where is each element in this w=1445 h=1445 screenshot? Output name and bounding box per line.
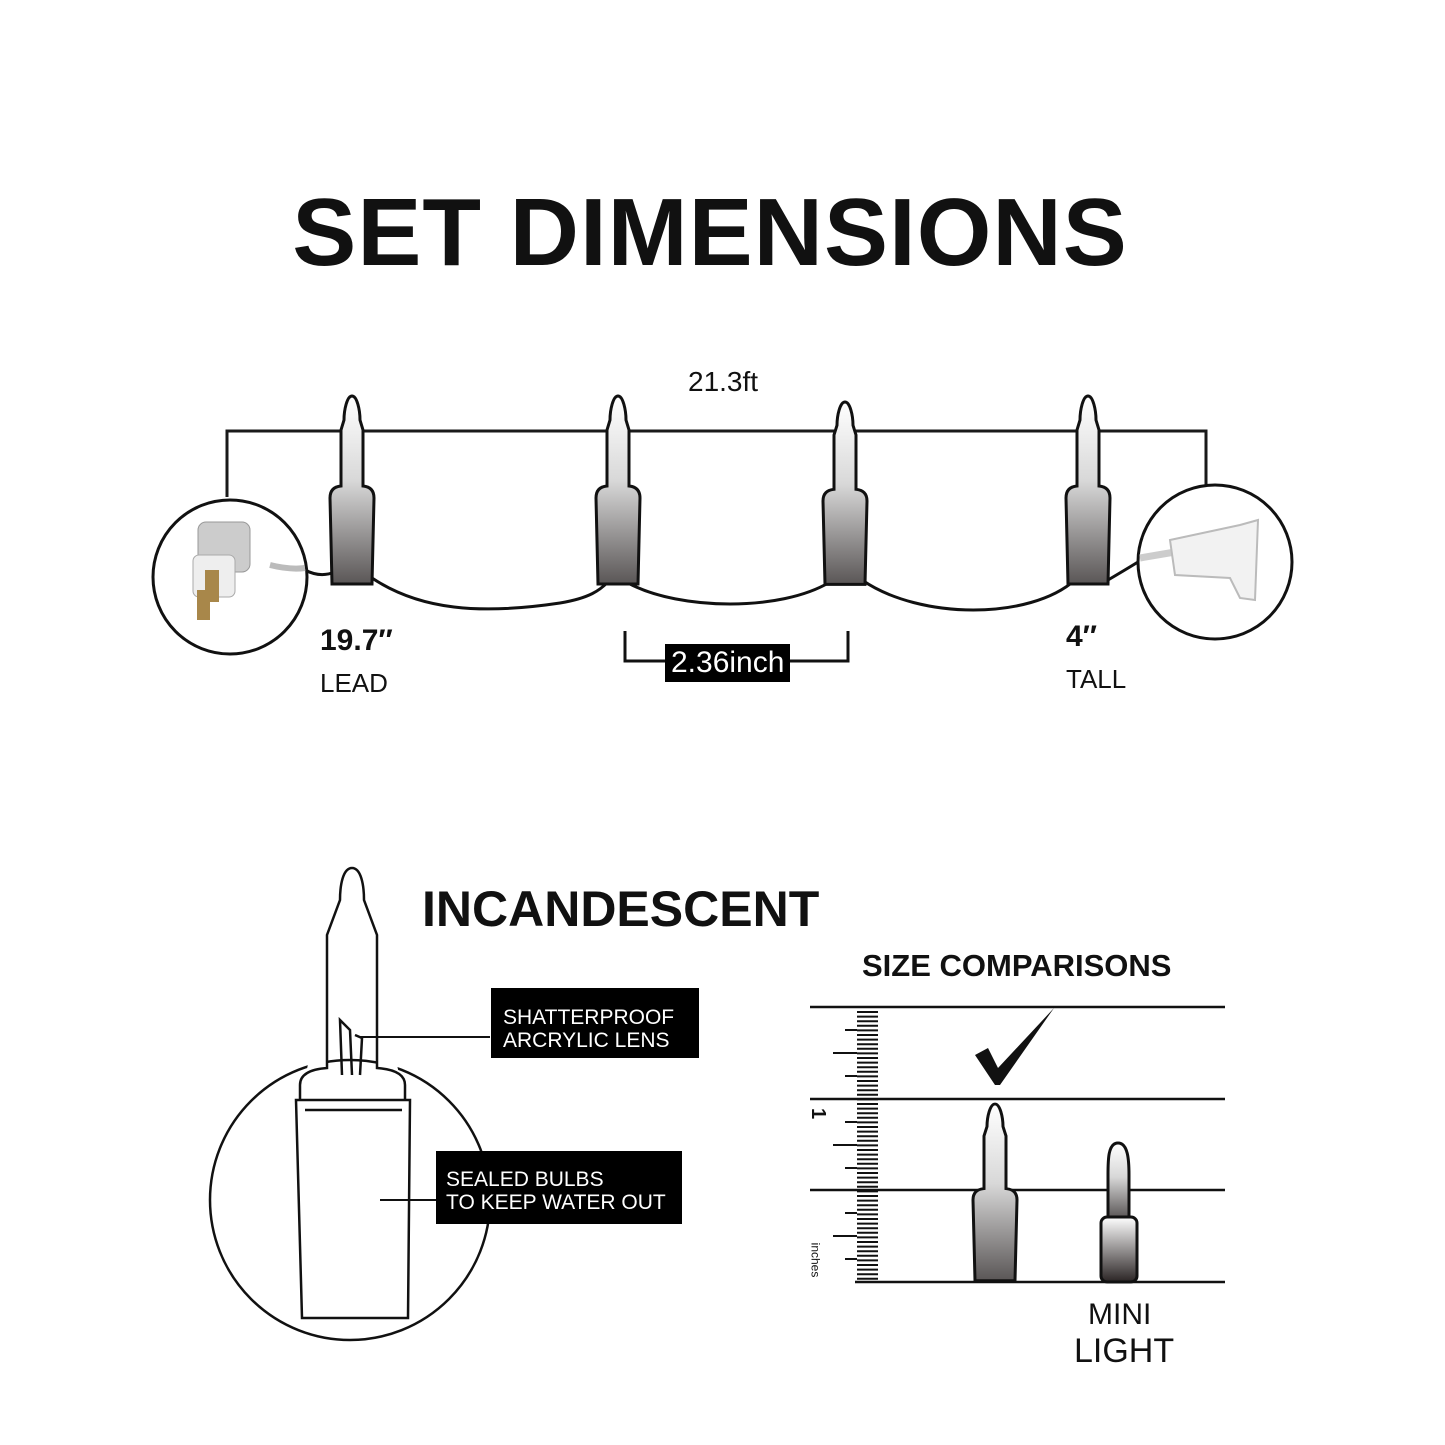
tall-value: 4″ — [1066, 620, 1098, 653]
mini-label-line2: LIGHT — [1074, 1332, 1175, 1370]
plug-icon — [151, 498, 309, 656]
lens-callout: SHATTERPROOF ARCRYLIC LENS — [491, 988, 699, 1058]
checkmark-icon — [975, 1008, 1054, 1085]
tall-label: TALL — [1066, 664, 1127, 694]
total-length: 21.3ft — [688, 366, 759, 397]
incandescent-bulb-icon — [971, 1102, 1019, 1283]
lens-callout-line2: ARCRYLIC LENS — [503, 1029, 670, 1052]
sealed-callout: SEALED BULBS TO KEEP WATER OUT — [436, 1151, 682, 1224]
ruler-unit: inches — [808, 1242, 823, 1278]
mini-light-icon — [1099, 1141, 1139, 1284]
comparison-grid — [810, 1005, 1225, 1284]
bulb-type-heading: INCANDESCENT — [422, 881, 820, 937]
bulb-icon — [328, 394, 1112, 586]
comparison-heading: SIZE COMPARISONS — [862, 948, 1172, 983]
end-socket-icon — [1136, 483, 1294, 641]
mini-label-line1: MINI — [1088, 1298, 1152, 1331]
bulb-cross-section — [208, 866, 492, 1342]
length-bracket — [225, 429, 1208, 497]
sealed-callout-line2: TO KEEP WATER OUT — [446, 1191, 666, 1214]
spacing-label: 2.36inch — [665, 644, 791, 682]
lens-callout-line1: SHATTERPROOF — [503, 1006, 675, 1029]
lead-value: 19.7″ — [320, 624, 393, 657]
lead-label: LEAD — [320, 668, 388, 698]
ruler — [833, 1011, 878, 1280]
sealed-callout-line1: SEALED BULBS — [446, 1168, 604, 1191]
wire — [304, 560, 1139, 612]
page-title: SET DIMENSIONS — [292, 179, 1128, 286]
ruler-mark: 1 — [807, 1107, 830, 1120]
